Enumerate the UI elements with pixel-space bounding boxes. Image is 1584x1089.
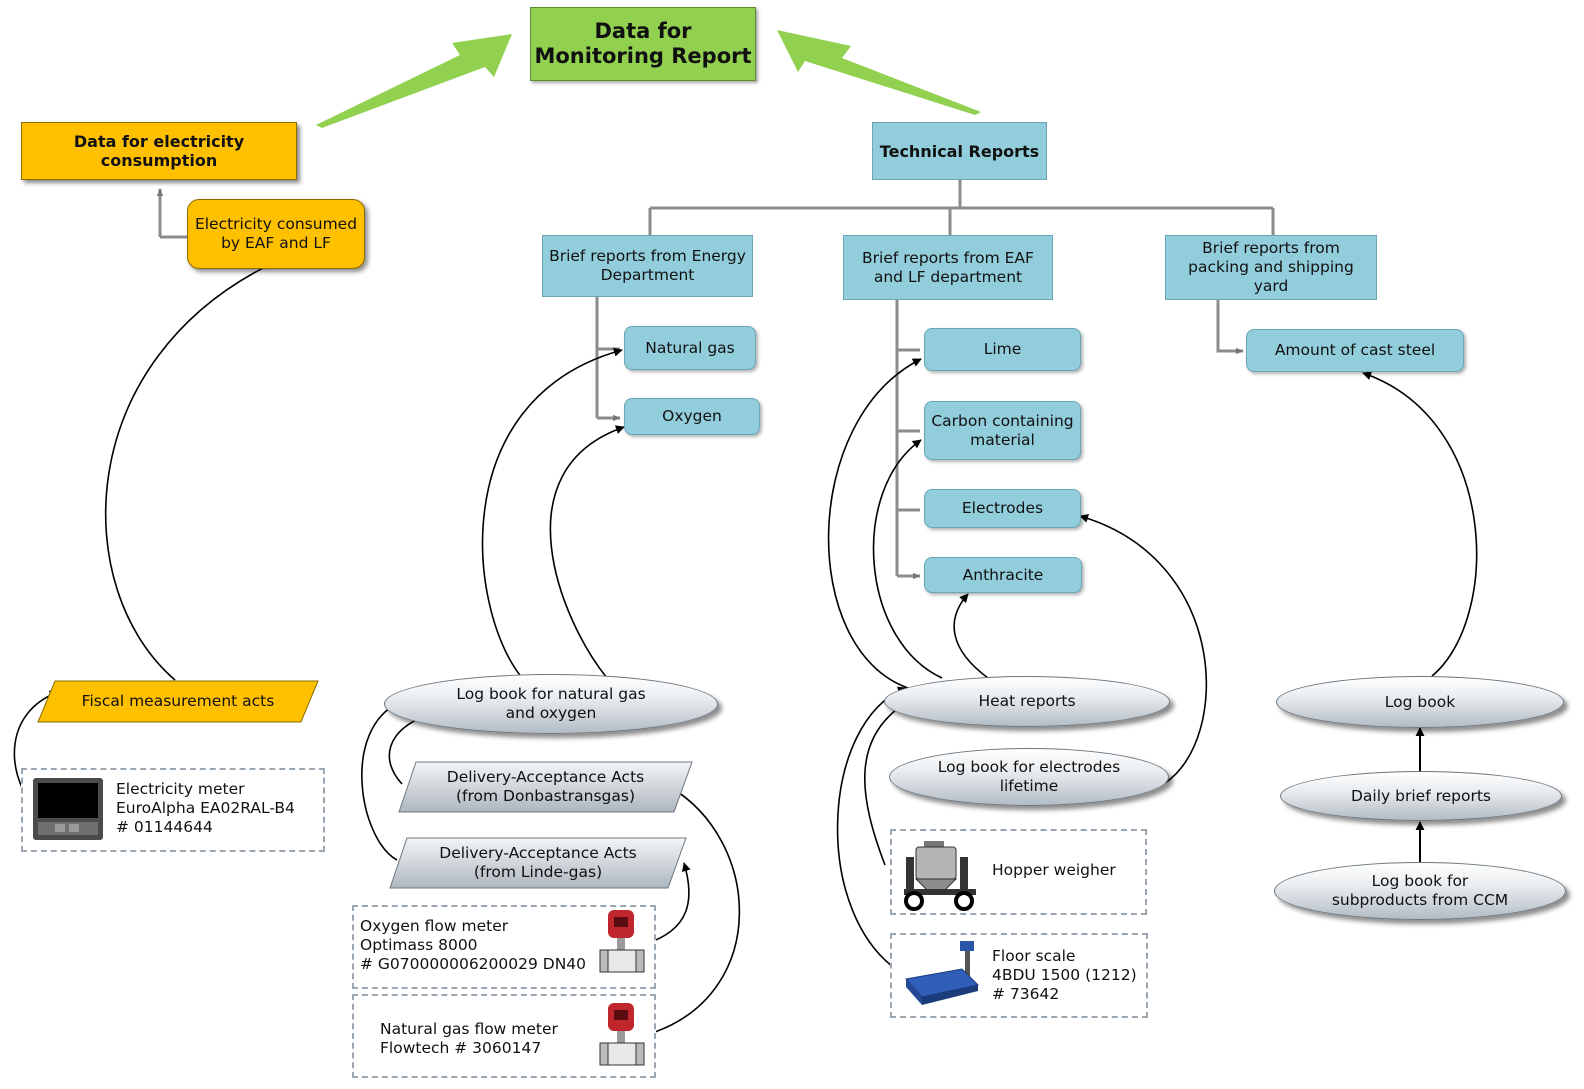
- node-label: Brief reports from: [1202, 239, 1340, 257]
- parallelogram-shape: [389, 837, 687, 889]
- node-label: Log book for: [1371, 872, 1469, 890]
- node-label: consumption: [100, 151, 218, 170]
- node-label: Oxygen: [662, 407, 722, 425]
- node-label: Natural gas: [645, 338, 735, 357]
- electricity-meter-icon: [33, 778, 103, 840]
- node-label: Electrodes: [961, 499, 1044, 517]
- meter-name: Electricity meter: [116, 780, 245, 798]
- node-label: Monitoring Report: [534, 44, 752, 68]
- amount-cast-steel-node: Amount of cast steel: [1246, 329, 1464, 372]
- node-label: Heat reports: [978, 692, 1076, 710]
- electricity-consumption-header: Data for electricity consumption: [21, 122, 297, 180]
- lime-node: Lime: [924, 328, 1081, 371]
- node-label: subproducts from CCM: [1331, 891, 1509, 909]
- hopper-weigher-box: Hopper weigher: [890, 829, 1147, 915]
- linde-gas-acts-node: Delivery-Acceptance Acts (from Linde-gas…: [389, 837, 687, 889]
- node-label: Amount of cast steel: [1274, 341, 1436, 359]
- node-label: Fiscal measurement acts: [81, 692, 275, 710]
- electrodes-node: Electrodes: [924, 489, 1081, 528]
- node-label: Daily brief reports: [1351, 786, 1491, 805]
- meter-model: Flowtech # 3060147: [380, 1039, 542, 1057]
- parallelogram-shape: [37, 680, 319, 723]
- meter-name: Oxygen flow meter: [360, 917, 509, 935]
- scale-name: Floor scale: [992, 947, 1076, 965]
- parallelogram-shape: [398, 761, 693, 813]
- heat-reports-node: Heat reports: [884, 676, 1170, 727]
- donbastransgas-acts-node: Delivery-Acceptance Acts (from Donbastra…: [398, 761, 693, 813]
- node-label: Delivery-Acceptance Acts: [439, 844, 637, 862]
- node-label: Technical Reports: [879, 141, 1040, 161]
- logbook-node: Log book: [1276, 676, 1564, 728]
- node-label: by EAF and LF: [221, 234, 331, 252]
- electricity-meter-box: Electricity meter EuroAlpha EA02RAL-B4 #…: [21, 768, 325, 852]
- green-arrow-right: [777, 30, 981, 115]
- node-label: Log book for electrodes: [937, 758, 1121, 776]
- anthracite-node: Anthracite: [924, 557, 1082, 593]
- electrodes-logbook-node: Log book for electrodes lifetime: [889, 748, 1169, 806]
- energy-department-reports-node: Brief reports from Energy Department: [542, 235, 753, 297]
- meter-model: Optimass 8000: [360, 936, 478, 954]
- oxygen-node: Oxygen: [624, 398, 760, 435]
- daily-brief-reports-node: Daily brief reports: [1280, 771, 1562, 821]
- natural-gas-flow-meter-box: Natural gas flow meter Flowtech # 306014…: [352, 994, 656, 1078]
- node-label: Department: [600, 266, 695, 284]
- node-label: Data for: [594, 19, 692, 43]
- floor-scale-icon: [905, 941, 980, 1005]
- fiscal-measurement-acts-node: Fiscal measurement acts: [37, 680, 319, 723]
- hopper-weigher-icon: [904, 841, 976, 911]
- flow-arrows: [13, 261, 1478, 1033]
- meter-model: EuroAlpha EA02RAL-B4: [116, 799, 295, 817]
- meter-name: Natural gas flow meter: [380, 1020, 558, 1038]
- node-label: Log book for natural gas: [456, 685, 646, 703]
- node-label: (from Donbastransgas): [455, 787, 635, 805]
- node-label: and oxygen: [505, 704, 597, 722]
- meter-serial: # 01144644: [116, 818, 213, 836]
- node-label: packing and shipping: [1188, 258, 1354, 276]
- green-arrow-left: [316, 34, 512, 128]
- natural-gas-node: Natural gas: [624, 326, 756, 370]
- node-label: lifetime: [999, 777, 1059, 795]
- eaf-lf-reports-node: Brief reports from EAF and LF department: [843, 235, 1053, 300]
- flow-meter-icon: [599, 910, 645, 973]
- monitoring-report-node: Data for Monitoring Report: [530, 7, 756, 81]
- node-label: material: [970, 430, 1035, 449]
- gas-oxygen-logbook-node: Log book for natural gas and oxygen: [384, 674, 718, 734]
- oxygen-flow-meter-box: Oxygen flow meter Optimass 8000 # G07000…: [352, 905, 656, 989]
- carbon-material-node: Carbon containing material: [924, 401, 1081, 460]
- scale-model: 4BDU 1500 (1212): [992, 966, 1137, 984]
- node-label: Brief reports from EAF: [862, 248, 1034, 267]
- node-label: Anthracite: [962, 565, 1044, 584]
- node-label: Brief reports from Energy: [549, 247, 746, 265]
- scale-name: Hopper weigher: [992, 861, 1116, 879]
- node-label: Delivery-Acceptance Acts: [446, 768, 645, 786]
- flow-meter-icon: [599, 1003, 645, 1066]
- node-label: Data for electricity: [73, 132, 245, 151]
- meter-serial: # G070000006200029 DN40: [360, 955, 587, 973]
- node-label: Lime: [983, 340, 1022, 358]
- scale-serial: # 73642: [992, 985, 1060, 1003]
- node-label: (from Linde-gas): [473, 863, 603, 881]
- technical-reports-node: Technical Reports: [872, 122, 1047, 180]
- ccm-logbook-node: Log book for subproducts from CCM: [1274, 862, 1566, 920]
- node-label: Log book: [1384, 692, 1456, 711]
- node-label: Electricity consumed: [194, 215, 358, 233]
- floor-scale-box: Floor scale 4BDU 1500 (1212) # 73642: [890, 933, 1148, 1018]
- electricity-consumed-node: Electricity consumed by EAF and LF: [187, 199, 365, 269]
- packing-shipping-reports-node: Brief reports from packing and shipping …: [1165, 235, 1377, 300]
- node-label: Carbon containing: [931, 411, 1074, 430]
- node-label: yard: [1253, 277, 1289, 295]
- node-label: and LF department: [873, 267, 1023, 286]
